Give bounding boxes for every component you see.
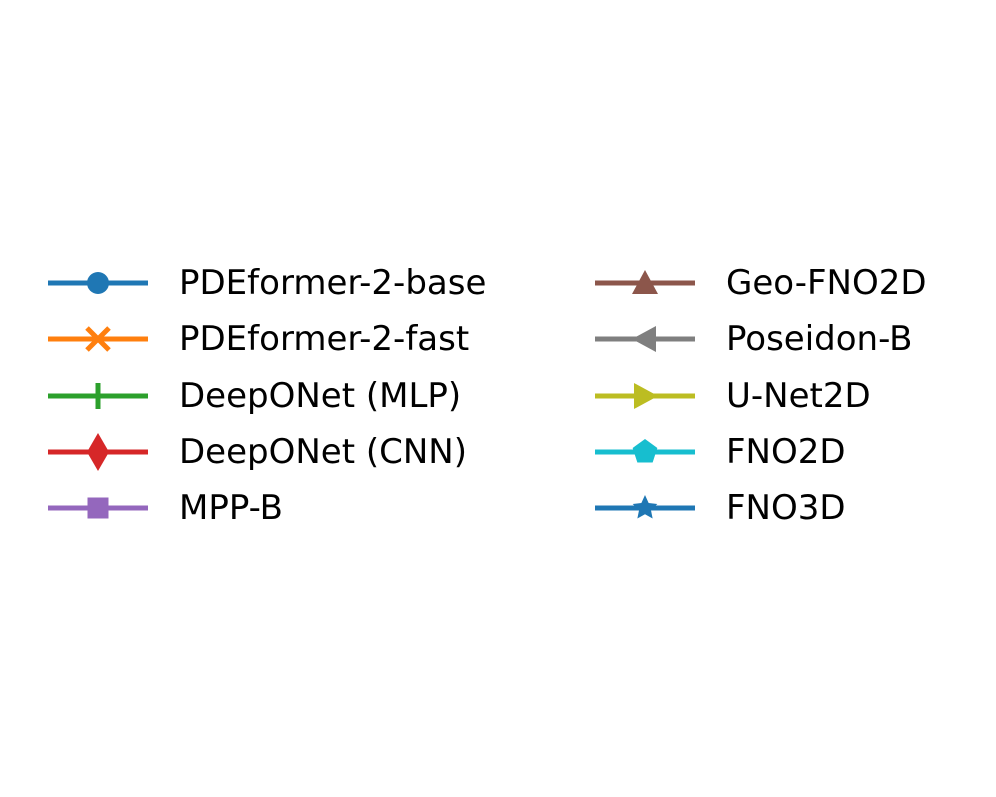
legend-label: FNO2D	[726, 432, 846, 473]
legend-marker-triangle-up-icon	[595, 270, 695, 295]
legend-marker-plus-icon	[48, 382, 148, 409]
legend-marker-triangle-right-icon	[595, 382, 695, 409]
legend-item: Geo-FNO2D	[595, 255, 927, 311]
legend-marker-star-icon	[595, 495, 695, 519]
legend-marker-triangle-left-icon	[595, 326, 695, 353]
legend-item: PDEformer-2-fast	[48, 311, 486, 367]
legend-label: PDEformer-2-base	[179, 263, 487, 304]
legend-marker-square-icon	[48, 497, 148, 519]
legend-marker-pentagon-icon	[595, 439, 695, 463]
legend-label: DeepONet (CNN)	[179, 432, 467, 473]
legend-label: Poseidon-B	[726, 319, 913, 360]
legend-item: FNO3D	[595, 480, 927, 536]
legend-item: Poseidon-B	[595, 311, 927, 367]
legend-marker-x-icon	[48, 326, 148, 353]
legend-label: PDEformer-2-fast	[179, 319, 470, 360]
legend-label: DeepONet (MLP)	[179, 375, 462, 416]
legend-label: FNO3D	[726, 488, 846, 529]
legend-marker-circle-icon	[48, 272, 148, 295]
legend-item: MPP-B	[48, 480, 486, 536]
legend-label: U-Net2D	[726, 375, 871, 416]
legend-column-right: Geo-FNO2D Poseidon-B U-Net2D FNO2D FNO3D	[595, 255, 927, 536]
legend-marker-thin-diamond-icon	[48, 433, 148, 472]
legend-item: U-Net2D	[595, 368, 927, 424]
legend-item: PDEformer-2-base	[48, 255, 486, 311]
legend-label: MPP-B	[179, 488, 283, 529]
legend-item: DeepONet (MLP)	[48, 368, 486, 424]
legend-label: Geo-FNO2D	[726, 263, 927, 304]
legend-item: FNO2D	[595, 424, 927, 480]
legend-item: DeepONet (CNN)	[48, 424, 486, 480]
